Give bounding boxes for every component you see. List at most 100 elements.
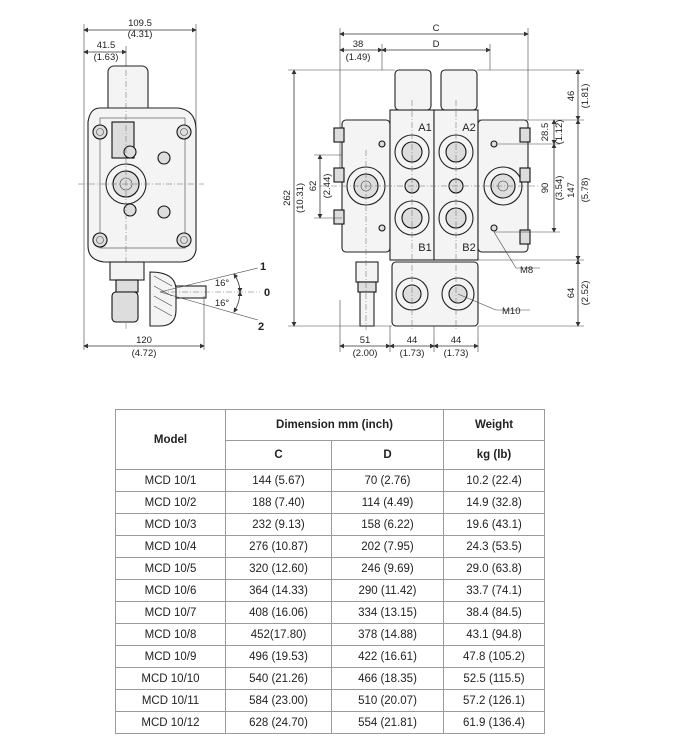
model-cell: MCD 10/3 xyxy=(115,513,226,536)
d-cell: 158 (6.22) xyxy=(331,513,444,536)
d-cell: 334 (13.15) xyxy=(331,601,444,624)
model-cell: MCD 10/8 xyxy=(115,623,226,646)
dim-28-mm: 28.5 xyxy=(540,123,551,142)
dim-38-mm: 38 xyxy=(353,39,364,50)
port-b1: B1 xyxy=(418,242,431,254)
dim-64-in: (2.52) xyxy=(580,281,591,306)
dim-90-mm: 90 xyxy=(540,183,551,194)
d-cell: 378 (14.88) xyxy=(331,623,444,646)
position-2: 2 xyxy=(258,321,264,333)
weight-cell: 24.3 (53.5) xyxy=(443,535,545,558)
c-cell: 584 (23.00) xyxy=(225,689,332,712)
dim-262-in: (10.31) xyxy=(295,183,306,213)
callout-m10: M10 xyxy=(502,306,520,317)
model-cell: MCD 10/10 xyxy=(115,667,226,690)
technical-drawing: 109.5 (4.31) 41.5 (1.63) xyxy=(78,18,591,359)
dim-147-in: (5.78) xyxy=(580,178,591,203)
side-offset-mm: 41.5 xyxy=(97,40,116,51)
dim-44b-in: (1.73) xyxy=(444,348,469,359)
c-cell: 232 (9.13) xyxy=(225,513,332,536)
c-cell: 408 (16.06) xyxy=(225,601,332,624)
weight-cell: 47.8 (105.2) xyxy=(443,645,545,668)
side-offset-in: (1.63) xyxy=(94,52,119,63)
header-dimension: Dimension mm (inch) xyxy=(225,409,444,441)
weight-cell: 61.9 (136.4) xyxy=(443,711,545,734)
d-cell: 422 (16.61) xyxy=(331,645,444,668)
dim-147-mm: 147 xyxy=(566,182,577,198)
side-view: 109.5 (4.31) 41.5 (1.63) xyxy=(78,18,270,359)
dim-28-in: (1.12) xyxy=(554,120,565,145)
dim-c: C xyxy=(433,23,440,34)
c-cell: 496 (19.53) xyxy=(225,645,332,668)
dim-46-in: (1.81) xyxy=(580,84,591,109)
weight-cell: 29.0 (63.8) xyxy=(443,557,545,580)
model-cell: MCD 10/12 xyxy=(115,711,226,734)
side-width-in: (4.31) xyxy=(128,29,153,40)
callout-m8: M8 xyxy=(520,265,533,276)
dim-44a-mm: 44 xyxy=(407,335,418,346)
spec-table: Model Dimension mm (inch) Weight C D kg … xyxy=(115,409,545,734)
dim-90-in: (3.54) xyxy=(554,176,565,201)
table-subheader-row: C D kg (lb) xyxy=(116,440,545,470)
dim-64-mm: 64 xyxy=(566,288,577,299)
model-cell: MCD 10/6 xyxy=(115,579,226,602)
c-cell: 452(17.80) xyxy=(225,623,332,646)
c-cell: 540 (21.26) xyxy=(225,667,332,690)
d-cell: 554 (21.81) xyxy=(331,711,444,734)
d-cell: 466 (18.35) xyxy=(331,667,444,690)
weight-cell: 52.5 (115.5) xyxy=(443,667,545,690)
c-cell: 320 (12.60) xyxy=(225,557,332,580)
model-cell: MCD 10/4 xyxy=(115,535,226,558)
side-bottom-in: (4.72) xyxy=(132,348,157,359)
weight-cell: 19.6 (43.1) xyxy=(443,513,545,536)
dim-62-mm: 62 xyxy=(308,181,319,192)
angle-label-upper: 16° xyxy=(215,278,230,289)
header-d: D xyxy=(331,440,444,470)
dim-46-mm: 46 xyxy=(566,91,577,102)
d-cell: 290 (11.42) xyxy=(331,579,444,602)
port-a2: A2 xyxy=(462,122,475,134)
d-cell: 114 (4.49) xyxy=(331,491,444,514)
c-cell: 364 (14.33) xyxy=(225,579,332,602)
side-bottom-mm: 120 xyxy=(136,335,152,346)
weight-cell: 43.1 (94.8) xyxy=(443,623,545,646)
weight-cell: 38.4 (84.5) xyxy=(443,601,545,624)
table-header-row: Model Dimension mm (inch) Weight xyxy=(115,409,545,470)
header-model: Model xyxy=(115,409,226,470)
dim-d: D xyxy=(433,39,440,50)
header-weight-unit: kg (lb) xyxy=(443,440,545,470)
weight-cell: 14.9 (32.8) xyxy=(443,491,545,514)
side-width-mm: 109.5 xyxy=(128,18,152,29)
position-0: 0 xyxy=(264,287,270,299)
dim-44b-mm: 44 xyxy=(451,335,462,346)
weight-cell: 10.2 (22.4) xyxy=(443,469,545,492)
model-cell: MCD 10/5 xyxy=(115,557,226,580)
d-cell: 70 (2.76) xyxy=(331,469,444,492)
dim-51-mm: 51 xyxy=(360,335,371,346)
dim-51-in: (2.00) xyxy=(353,348,378,359)
dim-44a-in: (1.73) xyxy=(400,348,425,359)
model-cell: MCD 10/2 xyxy=(115,491,226,514)
header-weight: Weight xyxy=(443,409,545,441)
header-c: C xyxy=(225,440,332,470)
model-cell: MCD 10/9 xyxy=(115,645,226,668)
d-cell: 202 (7.95) xyxy=(331,535,444,558)
position-1: 1 xyxy=(260,261,266,273)
angle-label-lower: 16° xyxy=(215,298,230,309)
c-cell: 188 (7.40) xyxy=(225,491,332,514)
c-cell: 276 (10.87) xyxy=(225,535,332,558)
dim-62-in: (2.44) xyxy=(322,174,333,199)
model-cell: MCD 10/1 xyxy=(115,469,226,492)
weight-cell: 57.2 (126.1) xyxy=(443,689,545,712)
